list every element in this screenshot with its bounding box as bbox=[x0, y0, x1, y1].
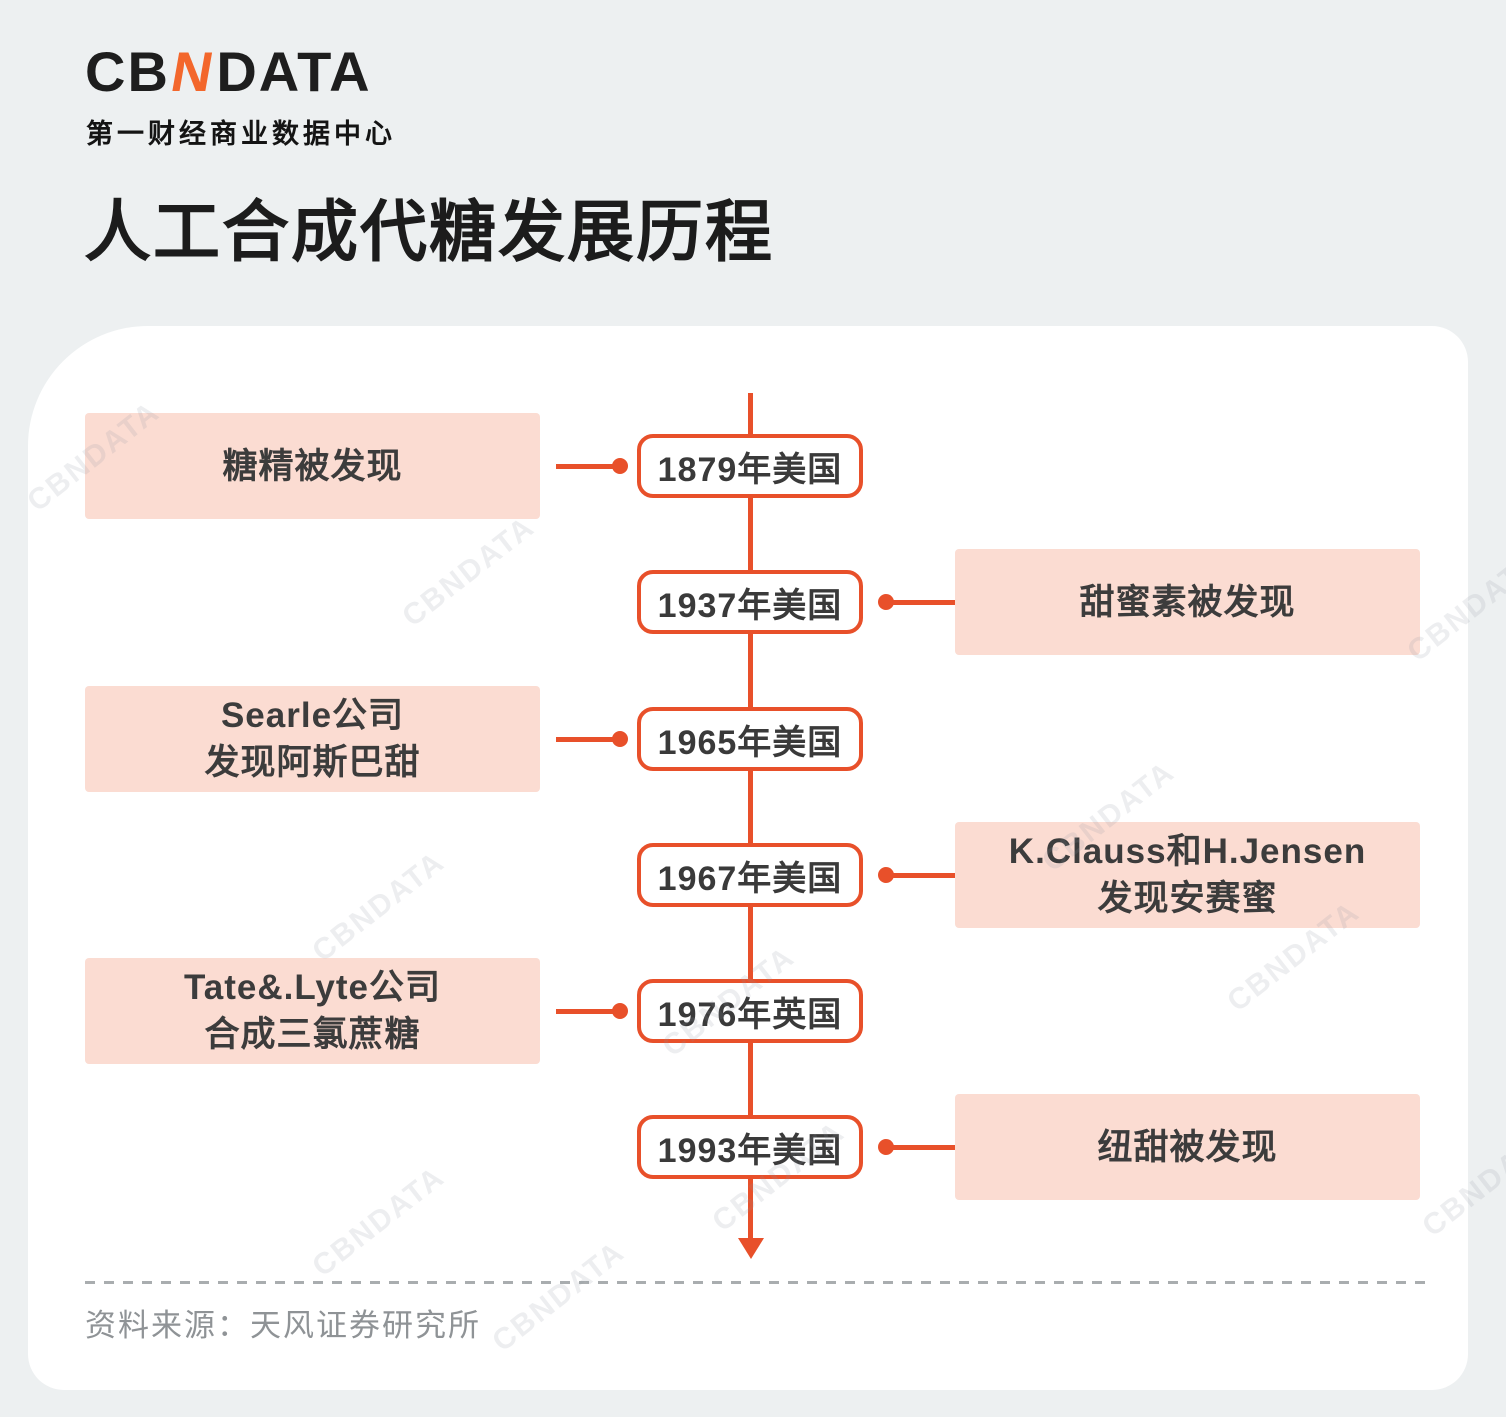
connector-dot bbox=[878, 867, 894, 883]
arrow-down-icon bbox=[738, 1238, 764, 1259]
date-badge-1879: 1879年美国 bbox=[637, 434, 863, 498]
dashed-divider bbox=[85, 1281, 1425, 1284]
date-badge-1993: 1993年美国 bbox=[637, 1115, 863, 1179]
connector-line bbox=[556, 737, 620, 742]
timeline-axis-line bbox=[748, 393, 753, 1241]
connector-line bbox=[556, 1009, 620, 1014]
event-label: 发现阿斯巴甜 bbox=[204, 743, 421, 782]
connector-line bbox=[886, 873, 955, 878]
date-badge-1976: 1976年英国 bbox=[637, 979, 863, 1043]
event-label: 纽甜被发现 bbox=[1097, 1127, 1278, 1167]
logo-n-orange: N bbox=[166, 40, 220, 103]
cbndata-logo: CBNDATA bbox=[85, 40, 372, 103]
event-label: 发现安赛蜜 bbox=[1097, 879, 1278, 918]
source-note: 资料来源：天风证券研究所 bbox=[85, 1308, 481, 1343]
logo-data: DATA bbox=[216, 40, 372, 103]
event-box-saccharin: 糖精被发现 bbox=[85, 413, 540, 519]
event-label: K.Clauss和H.Jensen bbox=[1008, 832, 1367, 871]
connector-line bbox=[886, 1145, 955, 1150]
connector-dot bbox=[612, 731, 628, 747]
page-title: 人工合成代糖发展历程 bbox=[84, 195, 774, 270]
event-label: 甜蜜素被发现 bbox=[1079, 582, 1296, 622]
event-box-aspartame: Searle公司 发现阿斯巴甜 bbox=[85, 686, 540, 792]
connector-dot bbox=[612, 458, 628, 474]
connector-dot bbox=[878, 594, 894, 610]
event-box-acesulfame: K.Clauss和H.Jensen 发现安赛蜜 bbox=[955, 822, 1420, 928]
date-badge-1967: 1967年美国 bbox=[637, 843, 863, 907]
event-box-neotame: 纽甜被发现 bbox=[955, 1094, 1420, 1200]
event-box-sucralose: Tate&.Lyte公司 合成三氯蔗糖 bbox=[85, 958, 540, 1064]
event-label: Tate&.Lyte公司 bbox=[183, 968, 442, 1007]
event-box-cyclamate: 甜蜜素被发现 bbox=[955, 549, 1420, 655]
connector-dot bbox=[612, 1003, 628, 1019]
event-label: 合成三氯蔗糖 bbox=[204, 1015, 421, 1054]
logo-subtitle: 第一财经商业数据中心 bbox=[86, 119, 396, 149]
connector-dot bbox=[878, 1139, 894, 1155]
date-badge-1937: 1937年美国 bbox=[637, 570, 863, 634]
event-label: Searle公司 bbox=[220, 696, 405, 735]
event-label: 糖精被发现 bbox=[222, 446, 403, 486]
connector-line bbox=[886, 600, 955, 605]
connector-line bbox=[556, 464, 620, 469]
logo-cb: CB bbox=[85, 40, 170, 103]
date-badge-1965: 1965年美国 bbox=[637, 707, 863, 771]
